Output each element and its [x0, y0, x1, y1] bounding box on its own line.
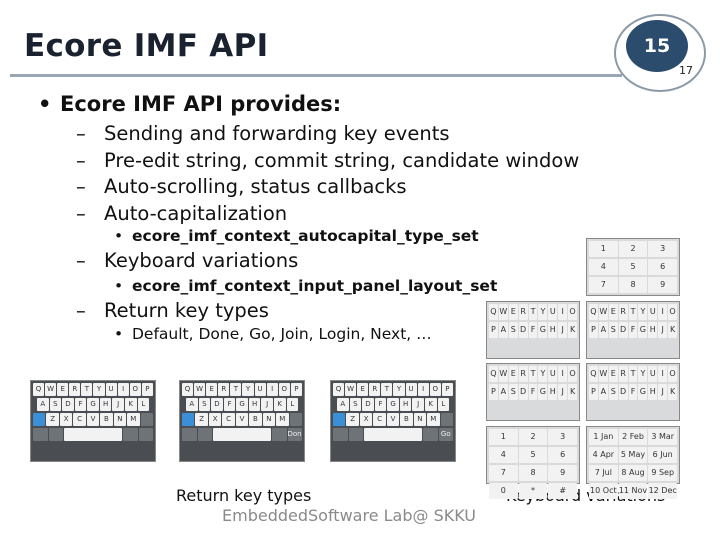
page-number-badge: 15	[626, 20, 688, 72]
return-key-list: •Default, Done, Go, Join, Login, Next, …	[114, 325, 432, 343]
layout-function: •ecore_imf_context_input_panel_layout_se…	[114, 277, 498, 295]
list-item: –Sending and forwarding key events	[76, 122, 450, 145]
main-bullet-text: Ecore IMF API provides:	[60, 92, 342, 116]
list-item: –Auto-capitalization	[76, 201, 288, 225]
autocap-function: •ecore_imf_context_autocapital_type_set	[114, 227, 479, 245]
keyboard-variations-item: –Keyboard variations	[76, 249, 299, 272]
page-ring	[614, 14, 706, 92]
return-key-types-item: –Return key types	[76, 299, 269, 322]
list-item: –Pre-edit string, commit string, candida…	[76, 148, 580, 172]
main-bullet: • Ecore IMF API provides:	[38, 92, 341, 116]
list-item: –Auto-scrolling, status callbacks	[76, 175, 407, 198]
footer: EmbeddedSoftware Lab@ SKKU	[222, 506, 477, 525]
page-total: 17	[679, 64, 693, 77]
title-divider	[10, 74, 622, 77]
keyboard-return-done: QWERTYUIOPASDFGHJKLZXCVBNMDone	[179, 380, 305, 462]
slide-title: Ecore IMF API	[24, 28, 269, 64]
bullet-dot: •	[38, 92, 52, 116]
feature-list: –Sending and forwarding key events –Pre-…	[76, 121, 579, 227]
caption-return-key-types: Return key types	[176, 486, 312, 505]
